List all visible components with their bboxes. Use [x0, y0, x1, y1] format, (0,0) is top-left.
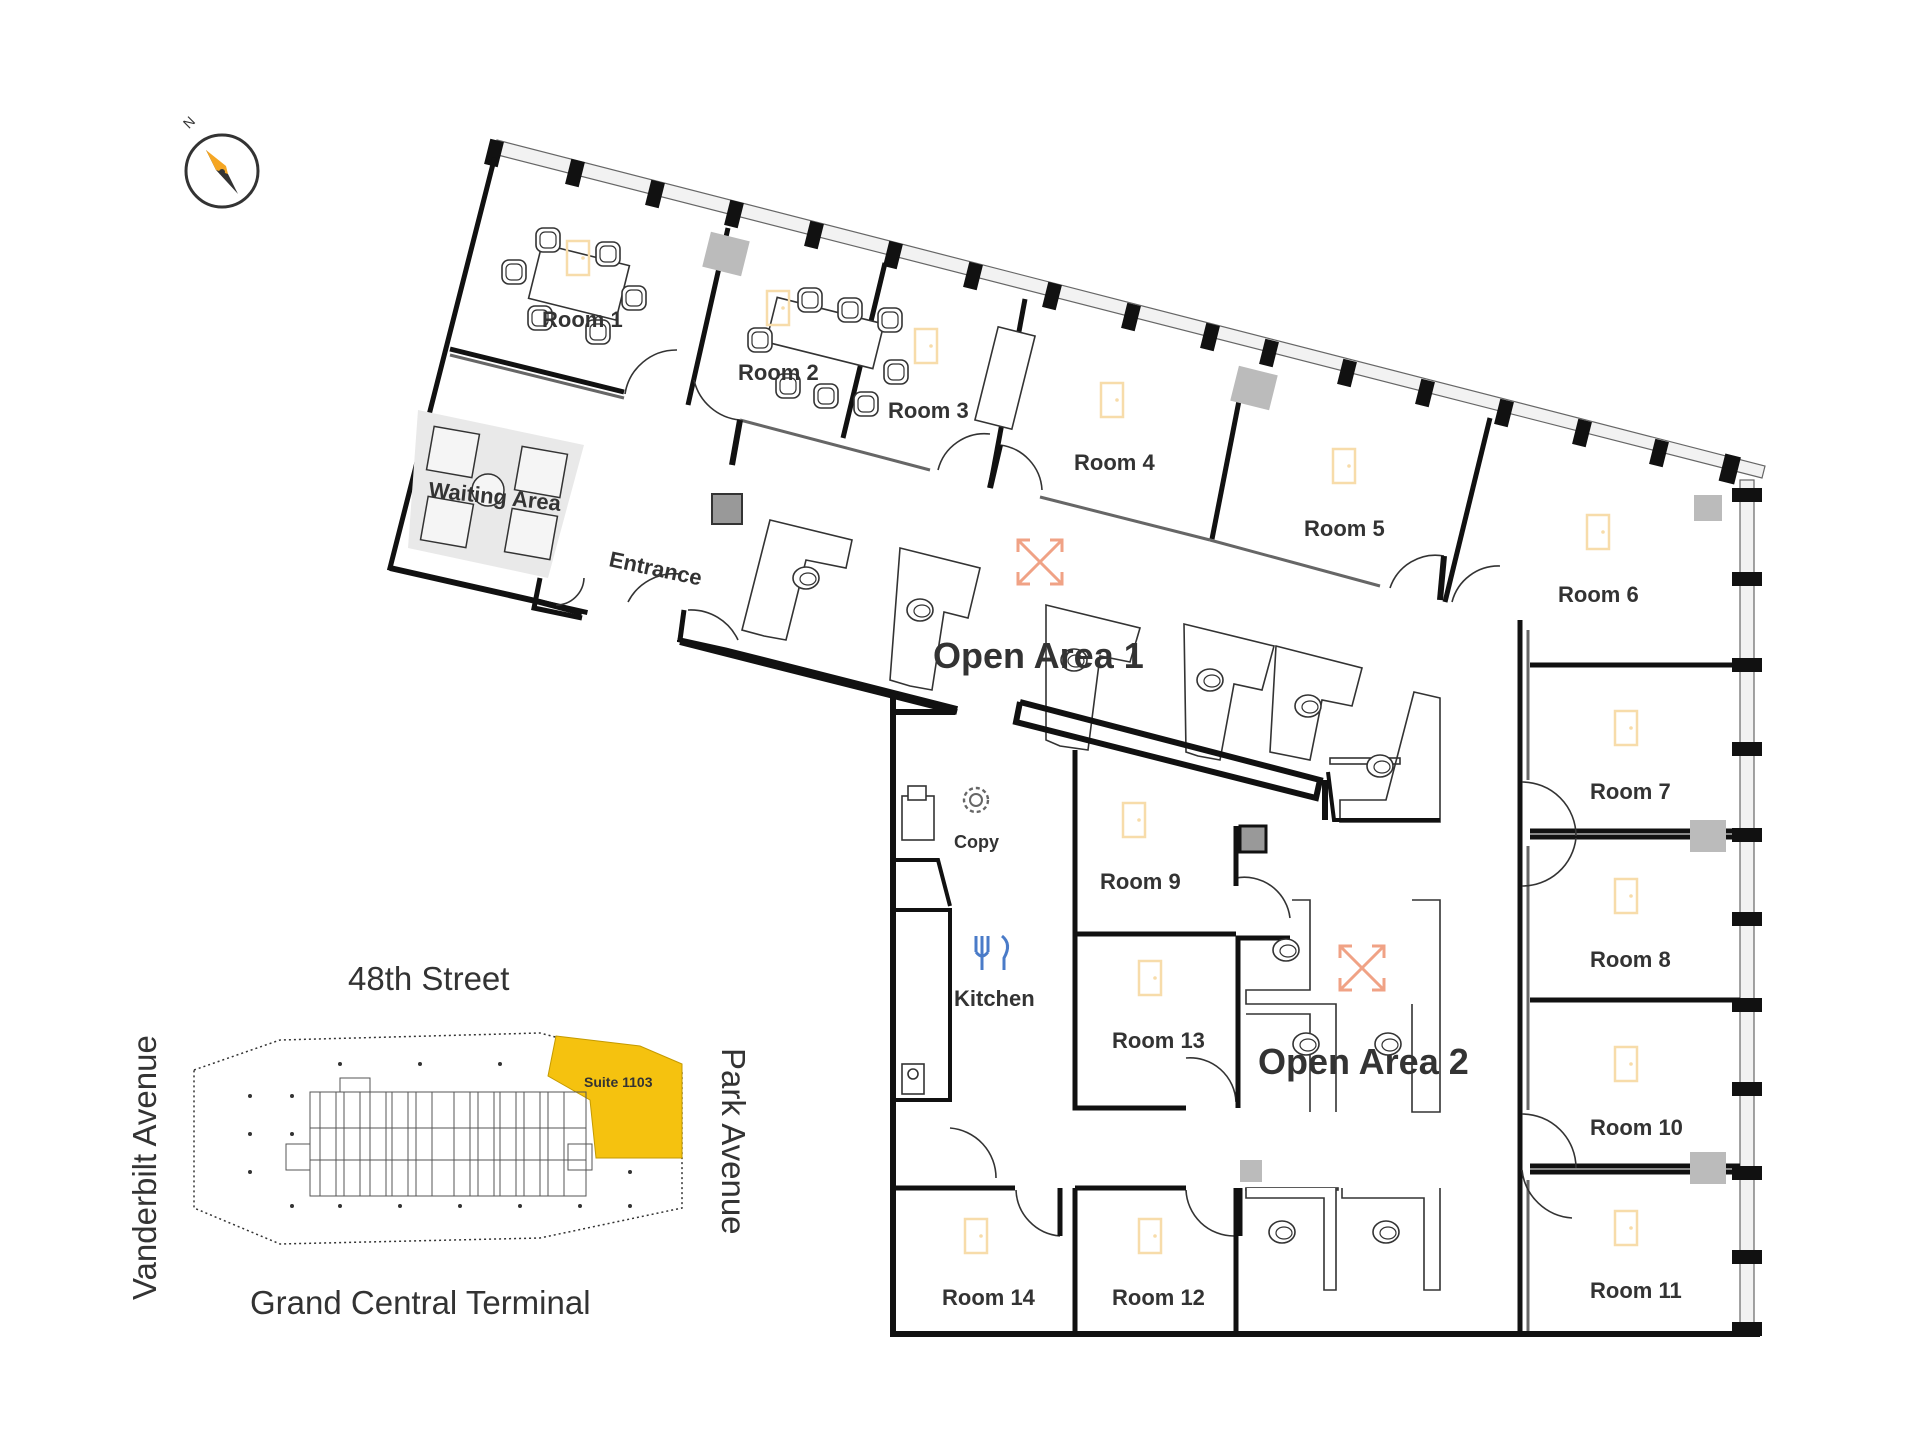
- room-1-table: [501, 227, 647, 345]
- east-wing: [1517, 479, 1762, 1336]
- room-3-label: Room 3: [888, 398, 969, 423]
- suite-label: Suite 1103: [584, 1074, 653, 1090]
- south-street-label: Grand Central Terminal: [250, 1284, 591, 1321]
- east-street-label: Park Avenue: [715, 1048, 752, 1235]
- room-9-label: Room 9: [1100, 869, 1181, 894]
- south-block: [890, 698, 1760, 1337]
- open-area-1-label: Open Area 1: [933, 635, 1144, 676]
- fork-knife-icon: [974, 934, 1009, 970]
- room-6-label: Room 6: [1558, 582, 1639, 607]
- room-12-label: Room 12: [1112, 1285, 1205, 1310]
- room-13-label: Room 13: [1112, 1028, 1205, 1053]
- compass-north-label: N: [180, 113, 198, 131]
- room-11-label: Room 11: [1590, 1278, 1682, 1303]
- open-area-2-label: Open Area 2: [1258, 1041, 1469, 1082]
- entrance-label: Entrance: [607, 546, 704, 590]
- compass: N: [180, 113, 260, 209]
- room-8-label: Room 8: [1590, 947, 1671, 972]
- waiting-area-furniture: [419, 425, 569, 561]
- room-4-label: Room 4: [1074, 450, 1155, 475]
- room-10-label: Room 10: [1590, 1115, 1683, 1140]
- suite-highlight: [547, 1035, 683, 1159]
- room-labels: Room 1 Room 2 Room 3 Room 4 Room 5 Room …: [427, 307, 1682, 1310]
- west-street-label: Vanderbilt Avenue: [126, 1035, 163, 1300]
- compass-icon: [184, 133, 260, 209]
- room-14-label: Room 14: [942, 1285, 1036, 1310]
- building-locator: 48th Street Grand Central Terminal Vande…: [126, 960, 752, 1321]
- gear-icon: [962, 786, 990, 814]
- room-7-label: Room 7: [1590, 779, 1671, 804]
- north-street-label: 48th Street: [348, 960, 509, 997]
- upper-wing: [386, 138, 1766, 823]
- copy-label: Copy: [954, 832, 999, 852]
- room-2-table: [747, 287, 909, 417]
- room-2-label: Room 2: [738, 360, 819, 385]
- room-1-label: Room 1: [542, 307, 623, 332]
- kitchen-label: Kitchen: [954, 986, 1035, 1011]
- room-5-label: Room 5: [1304, 516, 1385, 541]
